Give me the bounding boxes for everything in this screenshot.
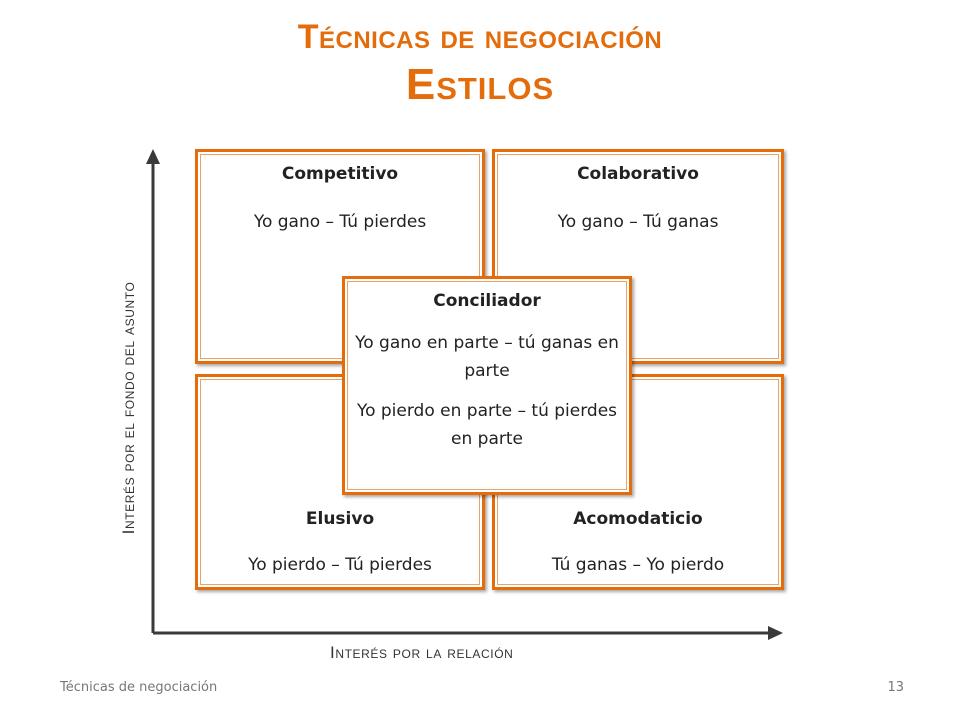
quadrant-name: Colaborativo (577, 164, 699, 184)
page-number: 13 (887, 680, 904, 695)
slide-title: Técnicas de negociación (297, 18, 663, 56)
quadrant-name: Elusivo (305, 509, 375, 529)
quadrant-colaborativo: Colaborativo Yo gano – Tú ganas (492, 149, 784, 364)
x-axis-label: Interés por la relación (330, 643, 514, 662)
quadrant-outcome: Yo gano – Tú ganas (557, 212, 719, 232)
quadrant-name: Competitivo (281, 164, 399, 184)
center-outcome-2: Yo pierdo en parte – tú pierdes en parte (356, 401, 618, 449)
y-axis-arrowhead (146, 149, 160, 164)
x-axis-arrowhead (768, 626, 783, 640)
quadrant-outcome: Yo pierdo – Tú pierdes (248, 555, 432, 575)
center-name: Conciliador (433, 291, 541, 311)
quadrant-outcome: Yo gano – Tú pierdes (253, 212, 427, 232)
quadrant-outcome: Tú ganas – Yo pierdo (551, 555, 725, 575)
center-box-conciliador: Conciliador Yo gano en parte – tú ganas … (342, 276, 632, 495)
quadrant-name: Acomodaticio (573, 509, 703, 529)
center-outcome-1: Yo gano en parte – tú ganas en parte (355, 333, 619, 381)
slide-subtitle: Estilos (405, 60, 555, 109)
footer-text: Técnicas de negociación (60, 680, 218, 695)
